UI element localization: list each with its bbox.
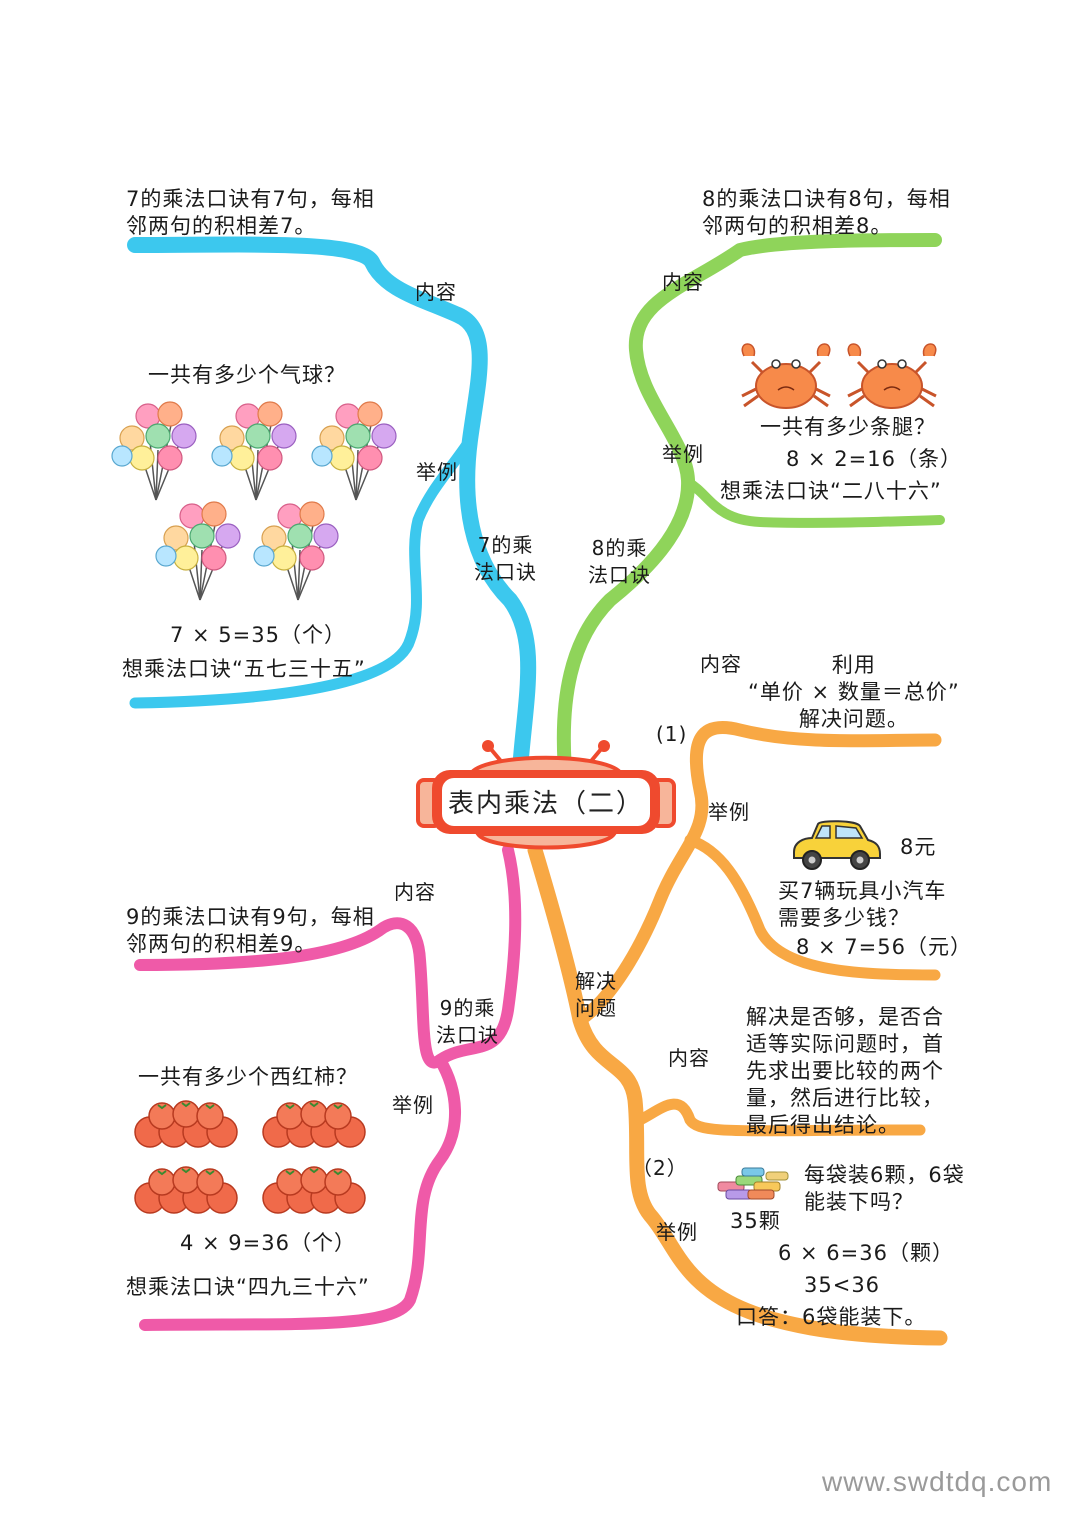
branch-8-content-line — [556, 233, 942, 777]
tomato-pile-icon — [262, 1166, 366, 1214]
branch-7-question: 一共有多少个气球？ — [148, 363, 346, 387]
part2-answer: 口答：6袋能装下。 — [736, 1305, 927, 1329]
branch-9-label: 9的乘 法口诀 — [436, 996, 499, 1047]
branch-8-lines — [556, 233, 945, 777]
branch-9-example-label: 举例 — [392, 1093, 434, 1117]
balloon-bunch-icon — [211, 401, 297, 501]
branch-8-example-line — [683, 477, 945, 528]
branch-solve-label: 解决 问题 — [575, 969, 617, 1020]
branch-7-example-label: 举例 — [416, 460, 458, 484]
part2-example-label: 举例 — [656, 1220, 698, 1244]
branch-solve-part2-content-line — [634, 1098, 926, 1137]
branch-8-equation: 8 × 2=16（条） — [786, 447, 962, 471]
part1-content-text: 利用 “单价 × 数量＝总价” 解决问题。 — [748, 653, 960, 731]
part2-question: 每袋装6颗，6袋 能装下吗？ — [804, 1163, 965, 1214]
branch-9-content-text: 9的乘法口诀有9句，每相 邻两句的积相差9。 — [126, 905, 375, 956]
part2-equation: 6 × 6=36（颗） — [778, 1241, 954, 1265]
branch-7-label: 7的乘 法口诀 — [474, 533, 537, 584]
title-frame — [416, 740, 676, 850]
branch-7-example-line — [129, 434, 476, 709]
candy-pile-icon — [717, 1167, 789, 1200]
tomatoes-picture — [134, 1100, 366, 1214]
part2-content-text: 解决是否够，是否合 适等实际问题时，首 先求出要比较的两个 量，然后进行比较， … — [746, 1005, 944, 1137]
branch-8-example-label: 举例 — [662, 442, 704, 466]
branch-solve-part1-content-line — [573, 721, 942, 1027]
branch-8-mnemonic: 想乘法口诀“二八十六” — [720, 479, 942, 503]
branch-8-content-label: 内容 — [662, 270, 704, 294]
central-title: 表内乘法（二） — [447, 788, 644, 819]
balloon-bunch-icon — [111, 401, 197, 501]
branch-9-equation: 4 × 9=36（个） — [180, 1231, 356, 1255]
branch-7-equation: 7 × 5=35（个） — [170, 623, 346, 647]
part1-content-label: 内容 — [700, 652, 742, 676]
part2-compare: 35<36 — [804, 1273, 881, 1297]
tomato-pile-icon — [262, 1100, 366, 1148]
part1-price: 8元 — [900, 835, 937, 859]
branch-8-question: 一共有多少条腿？ — [760, 415, 936, 439]
crab-icon — [740, 342, 832, 410]
balloon-bunch-icon — [311, 401, 397, 501]
branch-9-content-line — [134, 844, 522, 1069]
crabs-picture — [740, 342, 938, 410]
branch-7-content-text: 7的乘法口诀有7句，每相 邻两句的积相差7。 — [126, 187, 375, 238]
part2-content-label: 内容 — [668, 1046, 710, 1070]
part2-candy-count: 35颗 — [730, 1209, 781, 1233]
balloon-bunch-icon — [155, 501, 241, 601]
branch-8-content-text: 8的乘法口诀有8句，每相 邻两句的积相差8。 — [702, 187, 951, 238]
part1-question: 买7辆玩具小汽车 需要多少钱？ — [778, 879, 947, 930]
branch-9-mnemonic: 想乘法口诀“四九三十六” — [126, 1275, 370, 1299]
tomato-pile-icon — [134, 1100, 238, 1148]
branch-7-content-line — [127, 236, 537, 778]
branch-8-label: 8的乘 法口诀 — [588, 536, 651, 587]
branch-7-mnemonic: 想乘法口诀“五七三十五” — [122, 657, 366, 681]
branch-solve-lines — [527, 721, 948, 1346]
balloon-bunch-icon — [253, 501, 339, 601]
branch-7-content-label: 内容 — [415, 280, 457, 304]
branch-9-content-label: 内容 — [394, 880, 436, 904]
branch-solve-part1-example-line — [684, 834, 941, 981]
toy-car-icon — [793, 820, 881, 870]
part1-example-label: 举例 — [708, 800, 750, 824]
branch-9-lines — [134, 844, 522, 1331]
balloons-picture — [111, 401, 397, 601]
branch-7-lines — [127, 236, 537, 778]
part2-marker: （2） — [632, 1156, 688, 1180]
tomato-pile-icon — [134, 1166, 238, 1214]
part1-equation: 8 × 7=56（元） — [796, 935, 972, 959]
branch-9-example-line — [139, 1054, 462, 1331]
crab-icon — [846, 342, 938, 410]
watermark: www.swdtdq.com — [822, 1466, 1053, 1497]
branch-9-question: 一共有多少个西红柿？ — [138, 1065, 358, 1089]
part1-marker: (1) — [656, 722, 688, 746]
